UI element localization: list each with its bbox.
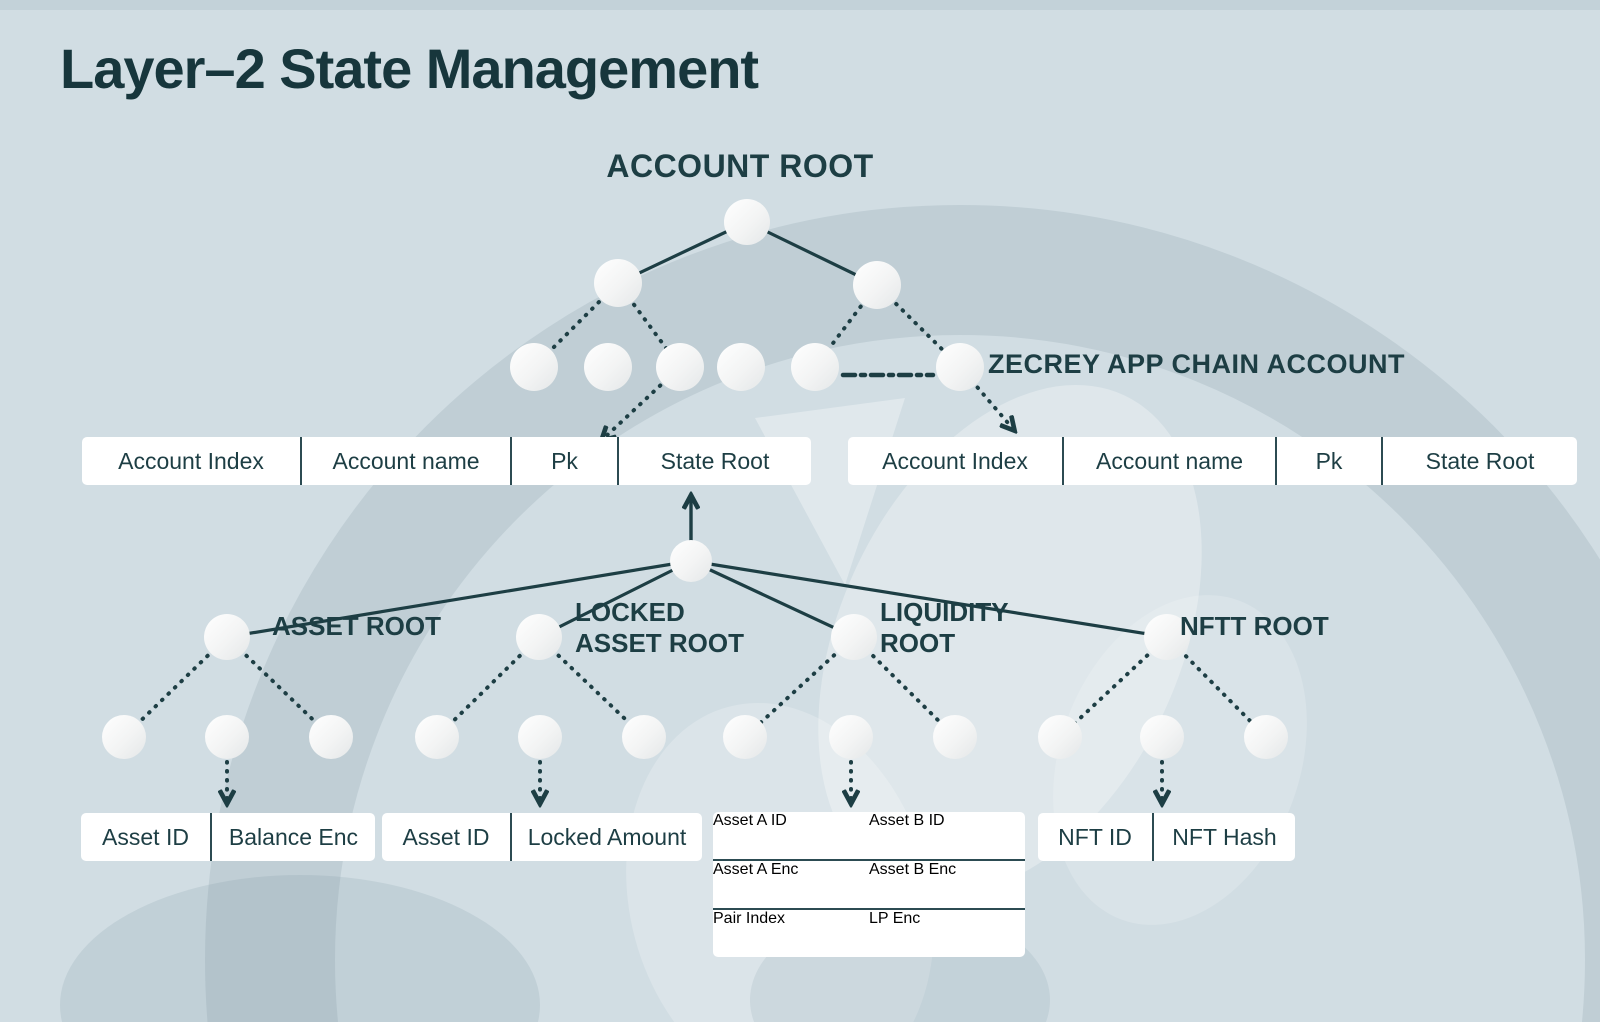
table-cell: NFT ID [1058,823,1132,850]
tree-node [516,614,562,660]
liquidity-root-label: LIQUIDITY ROOT [880,597,1009,658]
table-cell: Pair Index [713,910,786,927]
zecrey-app-chain-account-label: ZECREY APP CHAIN ACCOUNT [988,349,1406,379]
liquidity-root-line1: LIQUIDITY [880,597,1009,627]
table-cell: Account name [300,437,510,485]
locked-asset-root-line2: ASSET ROOT [575,627,745,658]
tree-node [723,715,767,759]
table-cell: Asset A Enc [713,861,799,878]
table-cell: Asset A ID [713,812,787,829]
table-cell: Pk [1275,437,1381,485]
asset-root-label: ASSET ROOT [272,611,442,641]
tree-edge [746,220,878,287]
account-table-left: Account Index Account name Pk State Root [82,437,811,485]
table-cell: Asset ID [102,823,189,850]
tree-edge [690,559,1168,639]
tree-edge-dotted [225,635,333,739]
tree-node [518,715,562,759]
tree-node [724,199,770,245]
table-cell: Asset ID [402,823,490,850]
table-cell: LP Enc [869,910,921,927]
nftt-root-label: NFTT ROOT [1180,611,1329,641]
account-root-label: ACCOUNT ROOT [606,148,874,184]
tree-nodes [102,199,1288,759]
tree-node [205,715,249,759]
tree-node [1144,614,1190,660]
tree-node [1140,715,1184,759]
tree-edge-dotted [1058,635,1169,739]
tree-node [936,343,984,391]
tree-edge-dotted [537,635,646,739]
table-cell: Account name [1062,437,1275,485]
tree-node [102,715,146,759]
tree-edge-dotted [852,635,957,739]
locked-asset-root-label: LOCKED ASSET ROOT [575,597,744,658]
table-cell: State Root [1381,437,1577,485]
tree-node [829,715,873,759]
nft-table: NFT ID NFT Hash [1038,813,1295,861]
tree-node [791,343,839,391]
table-row: Asset A Enc Asset B Enc [713,859,1025,908]
locked-asset-table: Asset ID Locked Amount [382,813,702,861]
tree-edge [690,559,855,639]
table-cell: Account Index [118,447,264,474]
tree-node [831,614,877,660]
table-cell: State Root [617,437,811,485]
tree-edge-dotted [435,635,541,739]
liquidity-root-line2: ROOT [880,627,956,658]
tree-node [1244,715,1288,759]
table-cell: NFT Hash [1152,813,1295,861]
table-cell: Asset B ID [869,812,945,829]
liquidity-table: Asset A ID Asset B ID Asset A Enc Asset … [713,812,1025,957]
tree-node [933,715,977,759]
table-cell: Account Index [882,447,1028,474]
top-strip [0,0,1600,10]
table-cell: Asset B Enc [869,861,957,878]
asset-table: Asset ID Balance Enc [81,813,375,861]
tree-node [656,343,704,391]
tree-node [204,614,250,660]
tree-edge-dotted [743,635,856,739]
tree-node [584,343,632,391]
tree-edge [538,559,692,639]
tree-edge-dotted [122,635,229,739]
table-row: Asset A ID Asset B ID [713,812,1025,859]
tree-node [670,540,712,582]
table-cell: Balance Enc [210,813,375,861]
table-cell: Locked Amount [510,813,702,861]
table-row: Pair Index LP Enc [713,908,1025,957]
tree-edge [226,559,692,639]
tree-node [594,259,642,307]
table-cell: Pk [510,437,617,485]
tree-node [853,261,901,309]
tree-node [622,715,666,759]
locked-asset-root-line1: LOCKED [575,597,685,627]
account-table-right: Account Index Account name Pk State Root [848,437,1577,485]
page-title: Layer–2 State Management [60,37,759,100]
tree-edge-dotted [1165,635,1268,739]
tree-node [510,343,558,391]
tree-node [309,715,353,759]
tree-node [717,343,765,391]
tree-node [415,715,459,759]
tree-node [1038,715,1082,759]
